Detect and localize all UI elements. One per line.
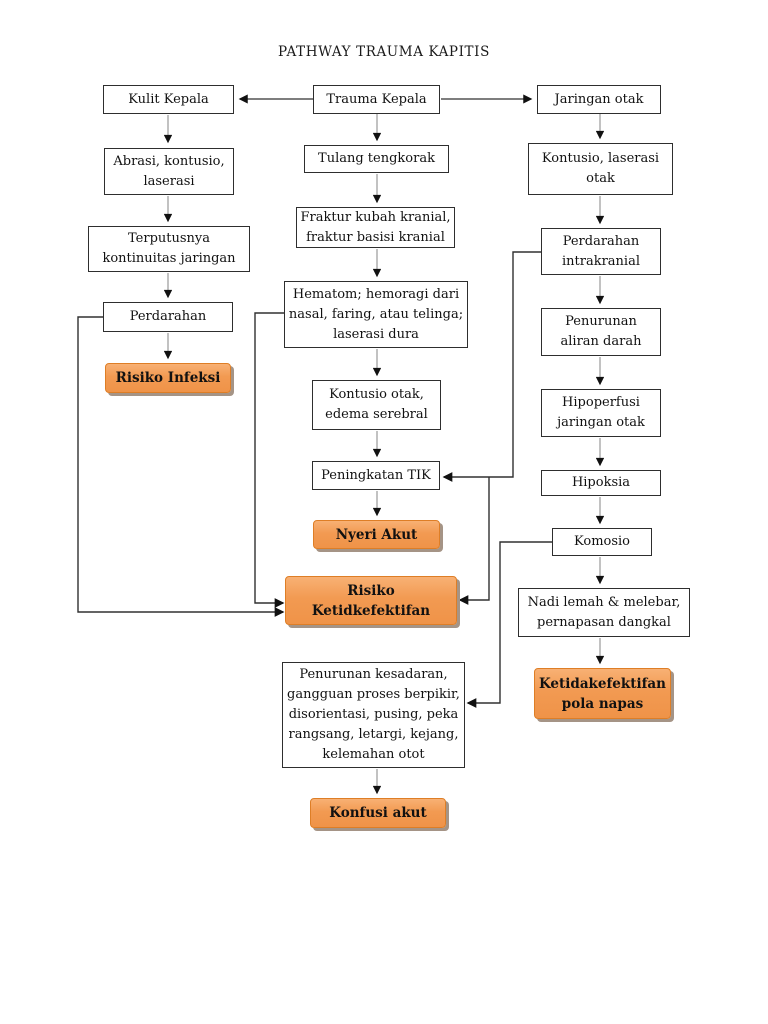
node-label: Fraktur kubah kranial, fraktur basisi kr… (300, 209, 451, 245)
node-hematom-hemoragi: Hematom; hemoragi dari nasal, faring, at… (284, 281, 468, 348)
node-perdarahan: Perdarahan (103, 302, 233, 332)
node-label: Hematom; hemoragi dari nasal, faring, at… (288, 286, 464, 342)
node-ketidakefektifan-pola-napas: Ketidakefektifan pola napas (534, 668, 671, 719)
node-label: Hipoperfusi jaringan otak (557, 395, 645, 430)
node-label: Tulang tengkorak (318, 151, 435, 166)
node-label: Hipoksia (571, 475, 631, 490)
node-label: Komosio (574, 534, 630, 549)
page-title: PATHWAY TRAUMA KAPITIS (278, 44, 490, 60)
node-terputusnya-kontinuitas: Terputusnya kontinuitas jaringan (88, 226, 250, 272)
node-label: Abrasi, kontusio, laserasi (113, 153, 225, 189)
node-label: Risiko Ketidkefektifan (311, 582, 431, 619)
node-abrasi-kontusio-laserasi: Abrasi, kontusio, laserasi (104, 148, 234, 195)
vertical-arrows (163, 114, 605, 795)
node-label: Peningkatan TIK (321, 467, 431, 483)
elbow-connectors (77, 251, 552, 708)
node-hipoksia: Hipoksia (541, 470, 661, 496)
node-label: Risiko Infeksi (115, 370, 221, 386)
node-label: Nyeri Akut (335, 526, 418, 543)
node-penurunan-kesadaran: Penurunan kesadaran, gangguan proses ber… (282, 662, 465, 768)
node-kulit-kepala: Kulit Kepala (103, 85, 234, 114)
node-penurunan-aliran-darah: Penurunan aliran darah (541, 308, 661, 356)
node-label: Nadi lemah & melebar, pernapasan dangkal (527, 594, 681, 630)
node-label: Kontusio otak, edema serebral (325, 387, 428, 422)
node-peningkatan-tik: Peningkatan TIK (312, 461, 440, 490)
node-label: Kulit Kepala (128, 91, 209, 107)
node-tulang-tengkorak: Tulang tengkorak (304, 145, 449, 173)
node-trauma-kepala: Trauma Kepala (313, 85, 440, 114)
node-risiko-infeksi: Risiko Infeksi (105, 363, 231, 393)
node-label: Perdarahan (129, 309, 207, 324)
node-kontusio-otak-edema: Kontusio otak, edema serebral (312, 380, 441, 430)
node-hipoperfusi-jaringan-otak: Hipoperfusi jaringan otak (541, 389, 661, 437)
node-label: Ketidakefektifan pola napas (538, 675, 666, 712)
node-label: Terputusnya kontinuitas jaringan (102, 231, 236, 266)
node-fraktur-kranial: Fraktur kubah kranial, fraktur basisi kr… (296, 207, 455, 248)
node-label: Penurunan aliran darah (560, 314, 642, 349)
node-risiko-ketidkefektifan: Risiko Ketidkefektifan (285, 576, 457, 625)
node-konfusi-akut: Konfusi akut (310, 798, 446, 828)
node-label: Kontusio, laserasi otak (541, 151, 660, 186)
node-nadi-lemah-melebar: Nadi lemah & melebar, pernapasan dangkal (518, 588, 690, 637)
node-nyeri-akut: Nyeri Akut (313, 520, 440, 549)
node-kontusio-laserasi-otak: Kontusio, laserasi otak (528, 143, 673, 195)
node-perdarahan-intrakranial: Perdarahan intrakranial (541, 228, 661, 275)
node-komosio: Komosio (552, 528, 652, 556)
node-label: Penurunan kesadaran, gangguan proses ber… (287, 667, 460, 762)
node-label: Konfusi akut (329, 805, 427, 821)
node-label: Trauma Kepala (326, 91, 427, 107)
node-label: Perdarahan intrakranial (562, 233, 640, 269)
node-jaringan-otak: Jaringan otak (537, 85, 661, 114)
node-label: Jaringan otak (554, 91, 644, 107)
